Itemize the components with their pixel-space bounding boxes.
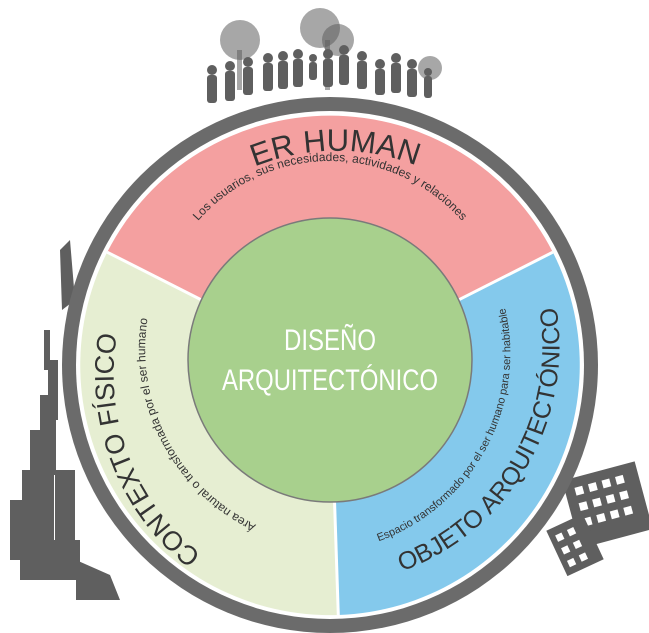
center-label-line2: ARQUITECTÓNICO [222,364,438,397]
center-circle [187,217,473,503]
people-and-trees-silhouette [207,8,442,103]
city-skyline-silhouette [10,240,120,600]
buildings-silhouette [546,461,649,577]
center-label-line1: DISEÑO [284,323,376,357]
